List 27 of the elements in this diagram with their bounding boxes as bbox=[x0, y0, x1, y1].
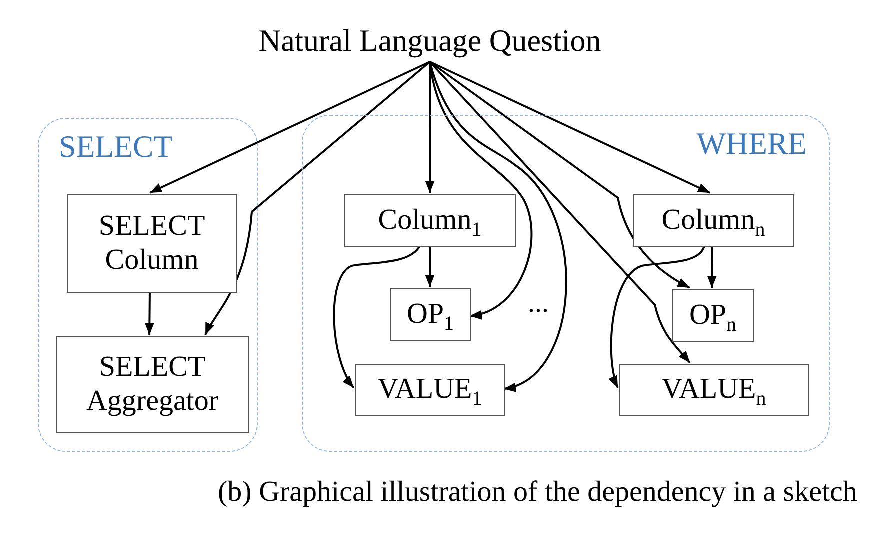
arrow bbox=[425, 246, 435, 287]
arrow bbox=[429, 61, 690, 289]
process-box: SELECT Column bbox=[67, 194, 237, 293]
arrow bbox=[204, 61, 431, 336]
arrow bbox=[707, 246, 717, 288]
process-box: SELECT Aggregator bbox=[56, 336, 249, 433]
process-box: VALUE$_{1}$ bbox=[355, 364, 505, 416]
arrow bbox=[429, 62, 568, 390]
process-box: Column$_{1}$ bbox=[344, 194, 516, 247]
arrow bbox=[429, 61, 691, 364]
process-box: Column$_{n}$ bbox=[633, 194, 794, 247]
group-container bbox=[302, 115, 830, 452]
group-heading: SELECT bbox=[59, 131, 173, 162]
process-box: OP$_{1}$ bbox=[390, 288, 471, 341]
arrow bbox=[333, 245, 421, 389]
group-container bbox=[38, 118, 258, 452]
question-text: Natural Language Question bbox=[200, 18, 660, 62]
ellipsis-label: ... bbox=[528, 290, 549, 318]
arrow bbox=[609, 246, 706, 388]
process-box: OP$_{n}$ bbox=[672, 289, 754, 342]
group-heading: WHERE bbox=[696, 128, 807, 159]
arrow bbox=[430, 61, 710, 194]
arrow bbox=[425, 62, 435, 193]
process-box: VALUE$_{n}$ bbox=[619, 364, 809, 416]
arrow bbox=[144, 292, 154, 336]
caption: (b) Graphical illustration of the dependency in a sketch bbox=[218, 478, 858, 507]
arrow bbox=[150, 61, 430, 194]
